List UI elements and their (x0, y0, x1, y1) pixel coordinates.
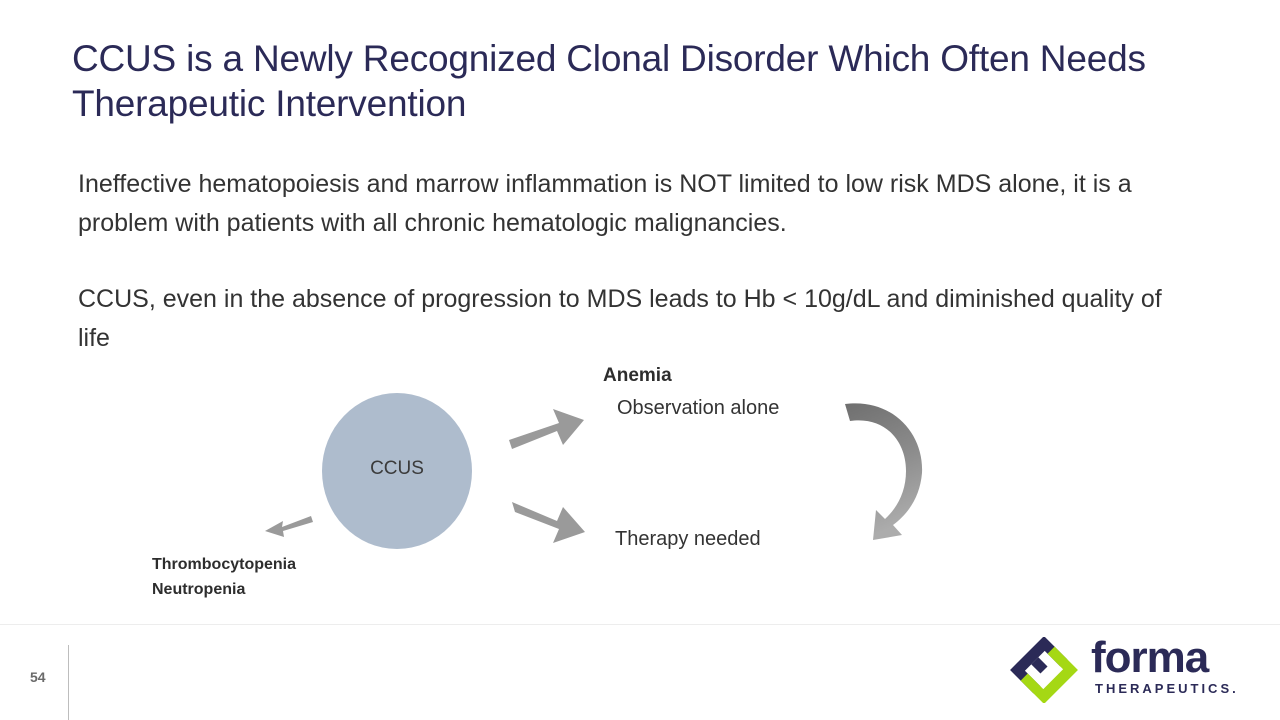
label-thrombocytopenia: Thrombocytopenia (152, 556, 297, 573)
forma-wordmark: forma (1091, 633, 1209, 682)
body-paragraph-2: CCUS, even in the absence of progression… (78, 285, 1162, 352)
forma-tagline: THERAPEUTICS. (1095, 681, 1239, 696)
page-number: 54 (30, 669, 46, 685)
curved-feedback-arrow (845, 403, 923, 540)
label-neutropenia: Neutropenia (152, 581, 246, 598)
arrow-to-therapy (512, 502, 585, 543)
label-cytopenias: Thrombocytopenia Neutropenia (152, 552, 296, 602)
page-title: CCUS is a Newly Recognized Clonal Disord… (72, 38, 1146, 124)
forma-logo: forma THERAPEUTICS. (1007, 633, 1236, 704)
label-observation-alone: Observation alone (617, 397, 780, 419)
arrow-to-observation (509, 409, 584, 449)
label-therapy-needed: Therapy needed (615, 528, 761, 550)
body-paragraph-1: Ineffective hematopoiesis and marrow inf… (78, 170, 1132, 237)
footer-vertical-rule (68, 645, 69, 720)
ccus-node-label: CCUS (370, 458, 424, 479)
footer-divider-line (0, 624, 1280, 625)
arrow-to-cytopenias (265, 516, 313, 537)
forma-logo-mark-icon (1007, 636, 1081, 704)
label-anemia: Anemia (603, 365, 672, 386)
